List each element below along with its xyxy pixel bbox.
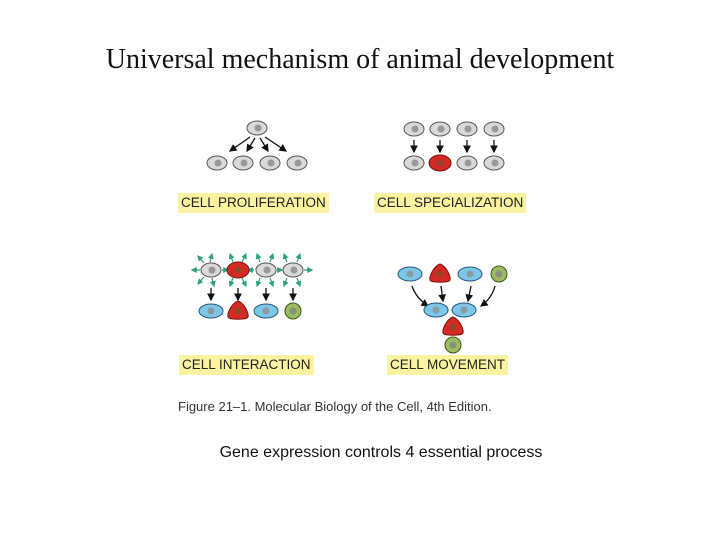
slide-title: Universal mechanism of animal developmen…	[105, 44, 615, 75]
slide-subtitle: Gene expression controls 4 essential pro…	[219, 444, 543, 461]
label-cell-interaction: CELL INTERACTION	[179, 355, 314, 375]
label-cell-specialization: CELL SPECIALIZATION	[374, 193, 527, 213]
label-cell-proliferation: CELL PROLIFERATION	[178, 193, 329, 213]
figure-caption: Figure 21–1. Molecular Biology of the Ce…	[178, 399, 492, 414]
interaction-diagram	[190, 252, 314, 320]
movement-diagram	[397, 263, 508, 354]
proliferation-diagram	[206, 120, 308, 171]
label-cell-movement: CELL MOVEMENT	[387, 355, 509, 375]
figure-diagram: CELL PROLIFERATION CELL SPECIALIZATION C…	[170, 110, 550, 420]
specialization-diagram	[403, 121, 505, 172]
cell-processes-diagram	[190, 120, 508, 354]
